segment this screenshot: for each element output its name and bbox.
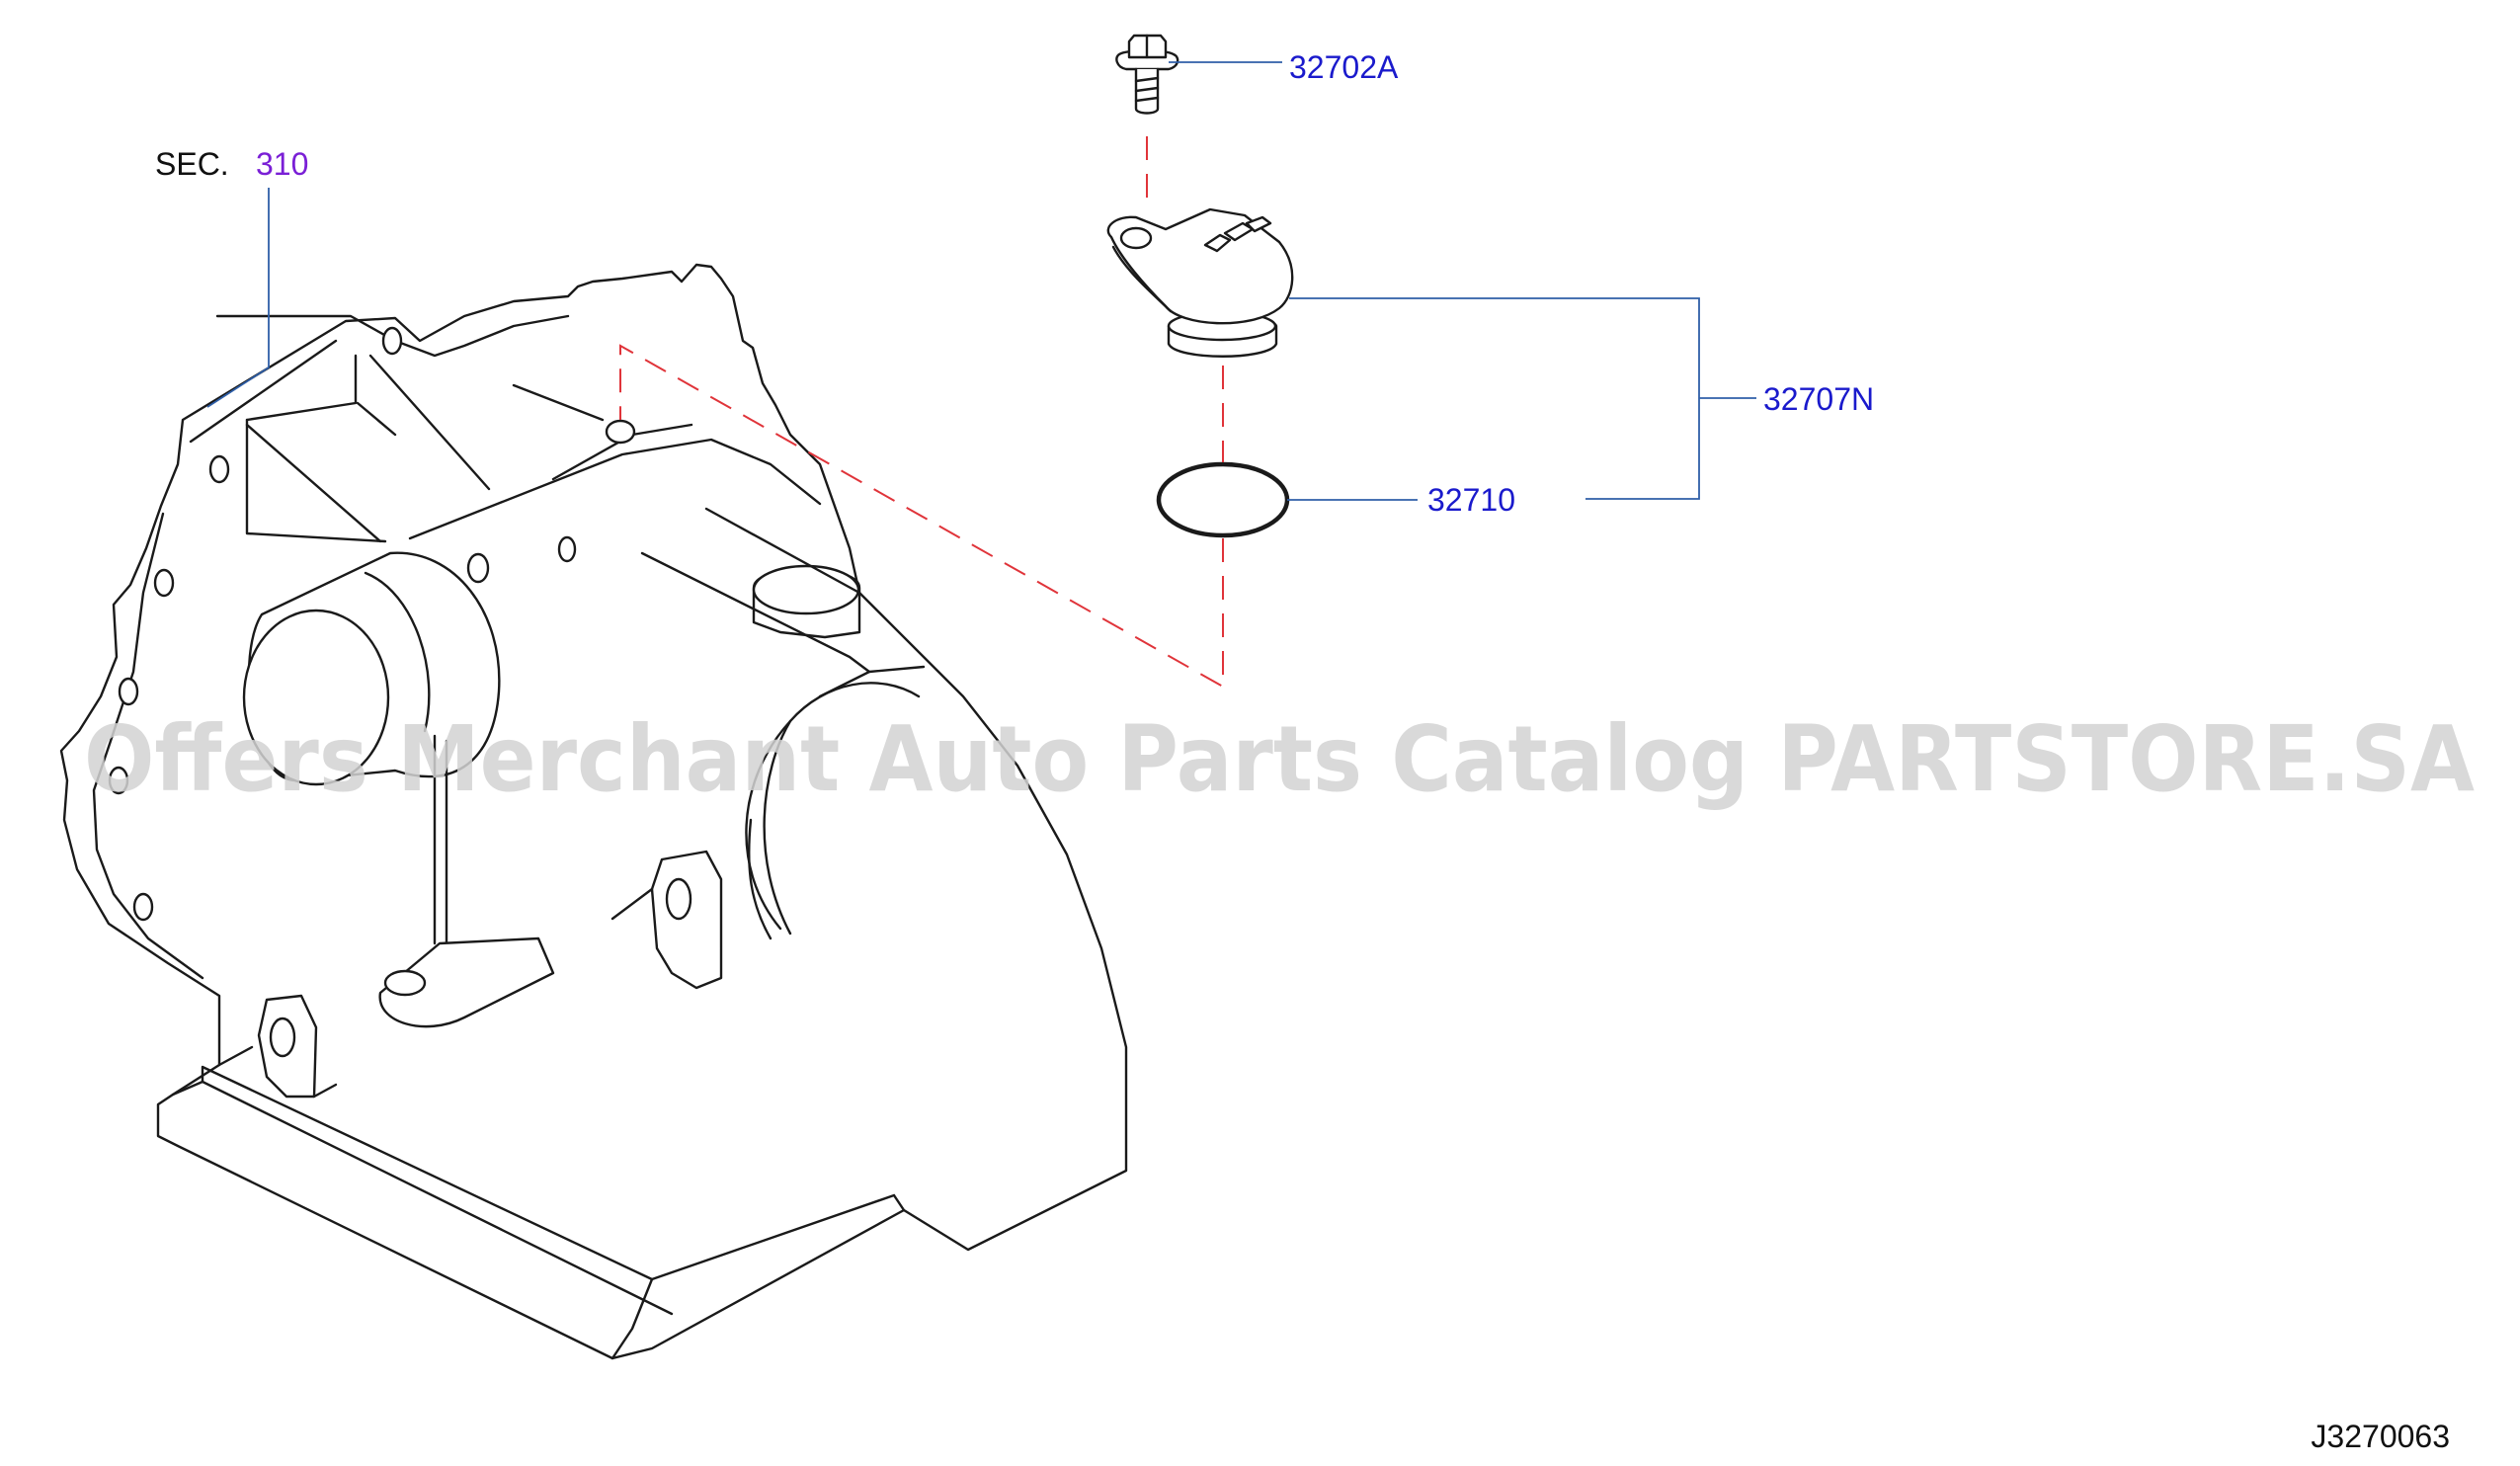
sensor-drawing bbox=[1106, 207, 1294, 358]
o-ring-drawing bbox=[1156, 461, 1290, 538]
bolt-drawing bbox=[1115, 34, 1179, 115]
watermark-text: Offers Merchant Auto Parts Catalog PARTS… bbox=[84, 706, 2475, 812]
diagram-code: J3270063 bbox=[2311, 1419, 2450, 1454]
transmission-assembly-drawing bbox=[59, 263, 1128, 1360]
part-number-32710[interactable]: 32710 bbox=[1427, 482, 1515, 518]
leader-lines bbox=[206, 61, 1756, 501]
part-number-32702A[interactable]: 32702A bbox=[1289, 49, 1399, 85]
section-number-link[interactable]: 310 bbox=[256, 146, 308, 182]
assembly-guide-lines bbox=[619, 136, 1224, 689]
part-number-32707N[interactable]: 32707N bbox=[1763, 381, 1874, 417]
section-prefix: SEC. bbox=[155, 146, 229, 182]
